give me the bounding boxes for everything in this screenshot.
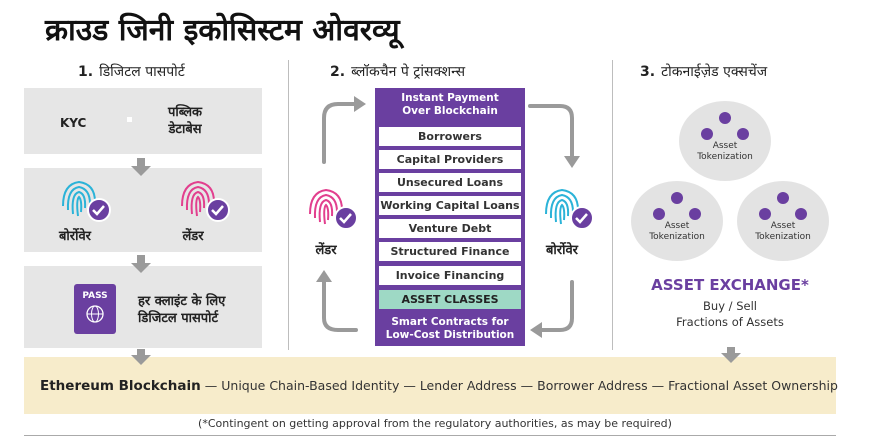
footnote: (*Contingent on getting approval from th…: [198, 417, 672, 430]
token-label-line: Asset: [770, 221, 796, 231]
asset-exchange-subtitle-line: Buy / Sell: [703, 299, 757, 313]
borrower-label: बोर्रोवेर: [545, 243, 579, 258]
token-dots-icon: [653, 192, 701, 220]
asset-item: Working Capital Loans: [379, 196, 521, 215]
globe-icon: [86, 305, 104, 323]
loop-arrow-icon: [538, 280, 574, 332]
column-heading-blockchain: 2. ब्लॉकचैन पे ट्रांसक्शन्स: [330, 62, 465, 81]
lender-label: लेंडर: [315, 243, 337, 258]
column-number: 2.: [330, 64, 346, 80]
column-number: 3.: [640, 64, 656, 80]
token-label-line: Asset: [664, 221, 690, 231]
digital-passport-label: हर क्लाइंट के लिए डिजिटल पासपोर्ट: [138, 293, 225, 327]
ethereum-label: Ethereum Blockchain: [40, 378, 201, 394]
down-arrow-icon: [131, 255, 151, 273]
lender-label: लेंडर: [182, 229, 204, 244]
down-arrow-icon: [131, 158, 151, 176]
public-database-label: पब्लिक डेटाबेस: [150, 104, 220, 138]
lender-fingerprint-icon: [309, 188, 358, 230]
asset-classes-label: ASSET CLASSES: [379, 290, 521, 309]
bottom-rule: [24, 435, 836, 436]
borrower-fingerprint-icon: [545, 188, 594, 230]
band-item: Fractional Asset Ownership: [668, 378, 838, 393]
band-item: Lender Address: [419, 378, 517, 393]
asset-item: Invoice Financing: [379, 266, 521, 285]
ethereum-band: [24, 357, 836, 414]
band-separator: —: [520, 378, 534, 393]
arrowhead-icon: [316, 270, 332, 282]
public-database-line: डेटाबेस: [168, 122, 202, 137]
page-title: क्राउड जिनी इकोसिस्टम ओवरव्यू: [45, 13, 400, 48]
asset-exchange-title: ASSET EXCHANGE*: [651, 276, 809, 294]
column-heading-exchange: 3. टोकनाईज़ेड एक्सचेंज: [640, 62, 767, 81]
token-label-line: Tokenization: [755, 232, 811, 242]
token-label-line: Asset: [712, 141, 738, 151]
arrowhead-icon: [564, 156, 580, 168]
asset-item: Venture Debt: [379, 219, 521, 238]
ethereum-band-text: Ethereum Blockchain — Unique Chain-Based…: [40, 378, 838, 394]
passport-icon: PASS: [74, 284, 116, 334]
column-heading-passport: 1. डिजिटल पासपोर्ट: [78, 62, 185, 81]
band-item: Unique Chain-Based Identity: [221, 378, 400, 393]
digital-passport-line: हर क्लाइंट के लिए: [138, 294, 226, 309]
passport-text: PASS: [82, 291, 108, 301]
band-item: Borrower Address: [537, 378, 648, 393]
down-arrow-icon: [721, 347, 741, 363]
column-number: 1.: [78, 64, 94, 80]
kyc-label: KYC: [60, 116, 87, 130]
kyc-panel: [24, 88, 262, 154]
token-label-line: Tokenization: [697, 152, 753, 162]
arrowhead-icon: [530, 322, 542, 338]
instant-payment-line: Over Blockchain: [402, 105, 498, 117]
column-label: टोकनाईज़ेड एक्सचेंज: [661, 64, 768, 80]
asset-item: Structured Finance: [379, 242, 521, 261]
lender-fingerprint-icon: [181, 180, 230, 222]
column-divider: [288, 60, 289, 350]
arrowhead-icon: [354, 96, 366, 112]
column-label: ब्लॉकचैन पे ट्रांसक्शन्स: [351, 64, 466, 80]
token-label-line: Tokenization: [649, 232, 705, 242]
digital-passport-line: डिजिटल पासपोर्ट: [138, 311, 219, 326]
loop-arrow-icon: [322, 278, 358, 332]
passport-panel: [24, 266, 262, 348]
column-divider: [612, 60, 613, 350]
public-database-line: पब्लिक: [167, 105, 203, 120]
column-label: डिजिटल पासपोर्ट: [99, 64, 185, 80]
asset-exchange-subtitle: Buy / Sell Fractions of Assets: [628, 298, 832, 330]
asset-item: Capital Providers: [379, 150, 521, 169]
smart-contracts-line: Smart Contracts for: [391, 316, 509, 328]
smart-contracts-line: Low-Cost Distribution: [385, 329, 515, 341]
separator-dot: [127, 117, 132, 122]
token-dots-icon: [759, 192, 807, 220]
band-separator: —: [403, 378, 416, 393]
asset-item: Borrowers: [379, 127, 521, 146]
asset-exchange-subtitle-line: Fractions of Assets: [676, 315, 784, 329]
down-arrow-icon: [131, 349, 151, 365]
borrower-fingerprint-icon: [62, 180, 111, 222]
token-dots-icon: [701, 112, 749, 140]
loop-arrow-icon: [322, 102, 358, 164]
borrower-label: बोर्रोवेर: [58, 229, 92, 244]
asset-item: Unsecured Loans: [379, 173, 521, 192]
band-separator: —: [204, 378, 218, 393]
instant-payment-line: Instant Payment: [401, 92, 499, 104]
band-separator: —: [651, 378, 665, 393]
loop-arrow-icon: [528, 104, 574, 160]
